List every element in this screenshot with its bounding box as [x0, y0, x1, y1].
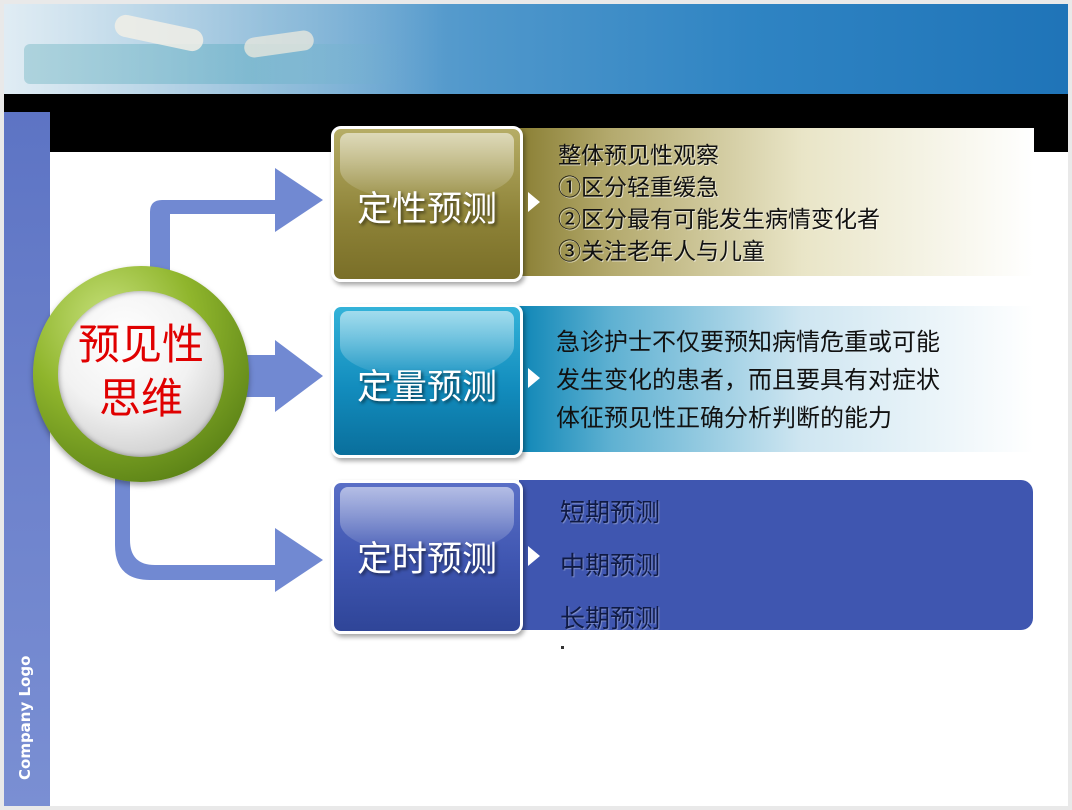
timed-line: 短期预测	[560, 498, 661, 527]
left-sidebar	[4, 112, 50, 806]
quantitative-panel	[519, 306, 1034, 452]
timed-line: 长期预测	[560, 604, 661, 633]
qualitative-line: ①区分轻重缓急	[558, 175, 719, 201]
qualitative-box: 定性预测	[331, 126, 523, 282]
quantitative-line: 发生变化的患者，而且要具有对症状	[556, 366, 940, 394]
pointer-icon	[528, 546, 540, 566]
center-label: 预见性 思维	[58, 318, 224, 426]
qualitative-title: 定性预测	[356, 190, 497, 230]
stray-dot	[561, 646, 564, 649]
qualitative-panel	[519, 128, 1034, 276]
qualitative-line: ②区分最有可能发生病情变化者	[558, 207, 880, 233]
qualitative-line: ③关注老年人与儿童	[558, 239, 765, 265]
header-banner	[4, 4, 1068, 94]
arrow-right-icon	[150, 168, 323, 300]
quantitative-line: 体征预见性正确分析判断的能力	[556, 404, 892, 432]
center-label-line1: 预见性	[77, 320, 204, 369]
arrow-right-icon	[228, 340, 323, 412]
timed-text: 短期预测 中期预测 长期预测	[560, 486, 660, 645]
qualitative-line: 整体预见性观察	[558, 143, 719, 169]
timed-box: 定时预测	[331, 480, 523, 634]
quantitative-box: 定量预测	[331, 304, 523, 458]
quantitative-text: 急诊护士不仅要预知病情危重或可能 发生变化的患者，而且要具有对症状 体征预见性正…	[556, 323, 940, 437]
arrow-right-icon	[115, 445, 323, 592]
timed-panel	[519, 480, 1033, 630]
center-disc	[58, 291, 224, 457]
center-label-line2: 思维	[98, 374, 183, 423]
timed-title: 定时预测	[356, 540, 497, 580]
quantitative-title: 定量预测	[356, 368, 497, 408]
surgical-drape	[24, 44, 404, 84]
timed-line: 中期预测	[560, 551, 661, 580]
quantitative-line: 急诊护士不仅要预知病情危重或可能	[556, 328, 940, 356]
qualitative-text: 整体预见性观察 ①区分轻重缓急 ②区分最有可能发生病情变化者 ③关注老年人与儿童	[558, 140, 880, 268]
pointer-icon	[528, 192, 540, 212]
pointer-icon	[528, 368, 540, 388]
